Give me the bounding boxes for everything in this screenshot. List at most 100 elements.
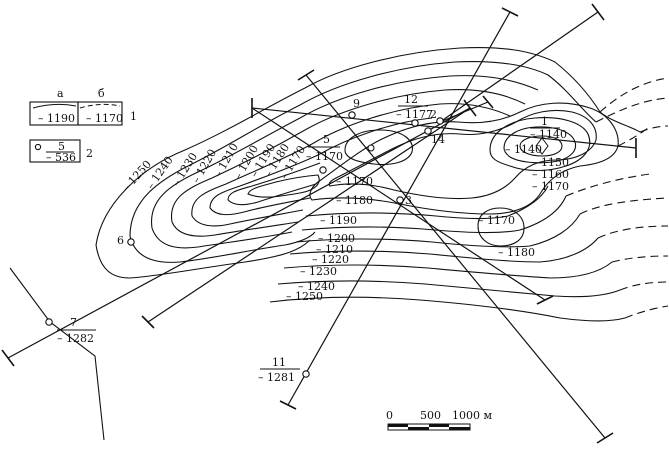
contour-1220-south xyxy=(171,221,299,237)
well-5-bottom: – 1170 xyxy=(306,150,343,163)
contour-dash-10 xyxy=(617,127,649,147)
contour-1200-south xyxy=(209,197,311,216)
profile-endcap xyxy=(1,349,15,367)
well-marker[interactable] xyxy=(411,119,419,127)
profile-line-n-s xyxy=(305,74,606,439)
boundary-line xyxy=(9,267,105,441)
contour-1190-south xyxy=(227,183,317,206)
well-11-bottom: – 1281 xyxy=(258,371,295,384)
legend-value-a: – 1190 xyxy=(38,112,75,125)
scale-label-0: 0 xyxy=(386,409,393,422)
well-marker[interactable] xyxy=(424,127,432,135)
scale-label-500: 500 xyxy=(420,409,441,422)
contour-s1250 xyxy=(269,296,626,322)
contour-dash-3 xyxy=(639,125,669,133)
well-marker[interactable] xyxy=(367,144,375,152)
profile-line-short xyxy=(439,101,489,123)
well-marker[interactable] xyxy=(302,370,310,378)
contour-s1240 xyxy=(277,280,621,298)
well-marker[interactable] xyxy=(45,318,53,326)
contour-s1200 xyxy=(301,195,567,234)
contour-label: – 1170 xyxy=(478,214,515,227)
contour-label: – 1250 xyxy=(286,290,323,303)
well-3-label: 3 xyxy=(405,194,412,207)
profile-endcap xyxy=(536,295,554,305)
legend-item2-bottom: – 536 xyxy=(46,151,76,164)
contour-label: – 1170 xyxy=(336,175,373,188)
legend-col-b: б xyxy=(98,87,105,100)
contour-label: – 1180 xyxy=(498,246,535,259)
well-1-diamond-icon[interactable] xyxy=(535,137,549,155)
legend-col-a: а xyxy=(57,87,64,100)
contour-1230-south xyxy=(151,227,293,249)
well-5-top: 5 xyxy=(323,133,330,146)
contour-1250 xyxy=(95,46,641,246)
contour-s1220 xyxy=(289,237,599,263)
well-marker[interactable] xyxy=(348,111,356,119)
contour-1240-south xyxy=(129,231,316,263)
profile-line-ssw-nne xyxy=(287,11,511,406)
profile-lines xyxy=(1,3,637,444)
legend-contour-b xyxy=(79,103,121,109)
contour-label: – 1190 xyxy=(320,214,357,227)
scale-bar: 0 500 1000 м xyxy=(386,409,492,431)
profile-endcap xyxy=(501,7,519,17)
well-marker[interactable] xyxy=(319,166,327,174)
contour-s1210 xyxy=(295,213,581,248)
legend-well-icon xyxy=(34,143,42,151)
contour-dash-6 xyxy=(624,305,669,319)
profile-line-2 xyxy=(147,107,471,323)
contour-label: – 1220 xyxy=(312,253,349,266)
profile-endcap xyxy=(279,400,297,410)
well-14-label: 14 xyxy=(431,133,445,146)
contour-1170-central xyxy=(328,109,597,200)
wells: 9 12 – 1177 2 14 1 – 1140 5 – 1170 3 6 7… xyxy=(45,93,567,384)
contour-dash-1 xyxy=(599,77,669,113)
profile-endcap xyxy=(297,69,315,81)
well-9-label: 9 xyxy=(353,97,360,110)
contour-1160 xyxy=(489,117,591,172)
legend-item1-number: 1 xyxy=(130,110,137,123)
contour-1190 xyxy=(227,162,321,201)
contour-label: – 1180 xyxy=(336,194,373,207)
scale-bar-segment xyxy=(408,427,429,430)
contour-1200 xyxy=(209,117,433,209)
contour-lines xyxy=(95,46,669,322)
well-marker[interactable] xyxy=(127,238,135,246)
contour-dash-5 xyxy=(619,281,669,291)
legend-value-b: – 1170 xyxy=(86,112,123,125)
contour-1210-south xyxy=(191,209,304,227)
well-11-top: 11 xyxy=(272,356,286,369)
legend-item2-top: 5 xyxy=(58,140,65,153)
well-1-bottom: – 1140 xyxy=(530,128,567,141)
legend-item2-number: 2 xyxy=(86,147,93,160)
well-12-top: 12 xyxy=(404,93,418,106)
contour-label: – 1150 xyxy=(532,156,569,169)
well-6-label: 6 xyxy=(117,234,124,247)
profile-line-nw-se xyxy=(251,107,546,301)
contour-label: – 1140 xyxy=(505,143,542,156)
profile-endcap xyxy=(482,95,494,109)
contour-dash-7 xyxy=(597,225,669,239)
contour-label: – 1160 xyxy=(532,168,569,181)
scale-bar-segment xyxy=(388,424,408,427)
contour-1230 xyxy=(151,75,539,229)
contour-1180-central xyxy=(309,102,619,215)
legend-contour-a xyxy=(32,103,77,109)
well-marker[interactable] xyxy=(396,196,404,204)
profile-line-sw-ne xyxy=(7,107,471,359)
contour-1240 xyxy=(129,60,597,237)
profile-line-ne xyxy=(439,11,599,123)
contour-label: – 1200 xyxy=(318,232,355,245)
contour-1220 xyxy=(170,89,526,223)
contour-dash-4 xyxy=(611,255,669,263)
well-7-bottom: – 1282 xyxy=(57,332,94,345)
profile-endcap xyxy=(141,315,155,329)
contour-1210 xyxy=(191,103,511,217)
contour-label: – 1230 xyxy=(300,265,337,278)
contour-s1230 xyxy=(283,261,613,279)
well-marker[interactable] xyxy=(436,117,444,125)
contour-s1190 xyxy=(305,185,549,220)
contour-1170-south xyxy=(477,207,525,247)
